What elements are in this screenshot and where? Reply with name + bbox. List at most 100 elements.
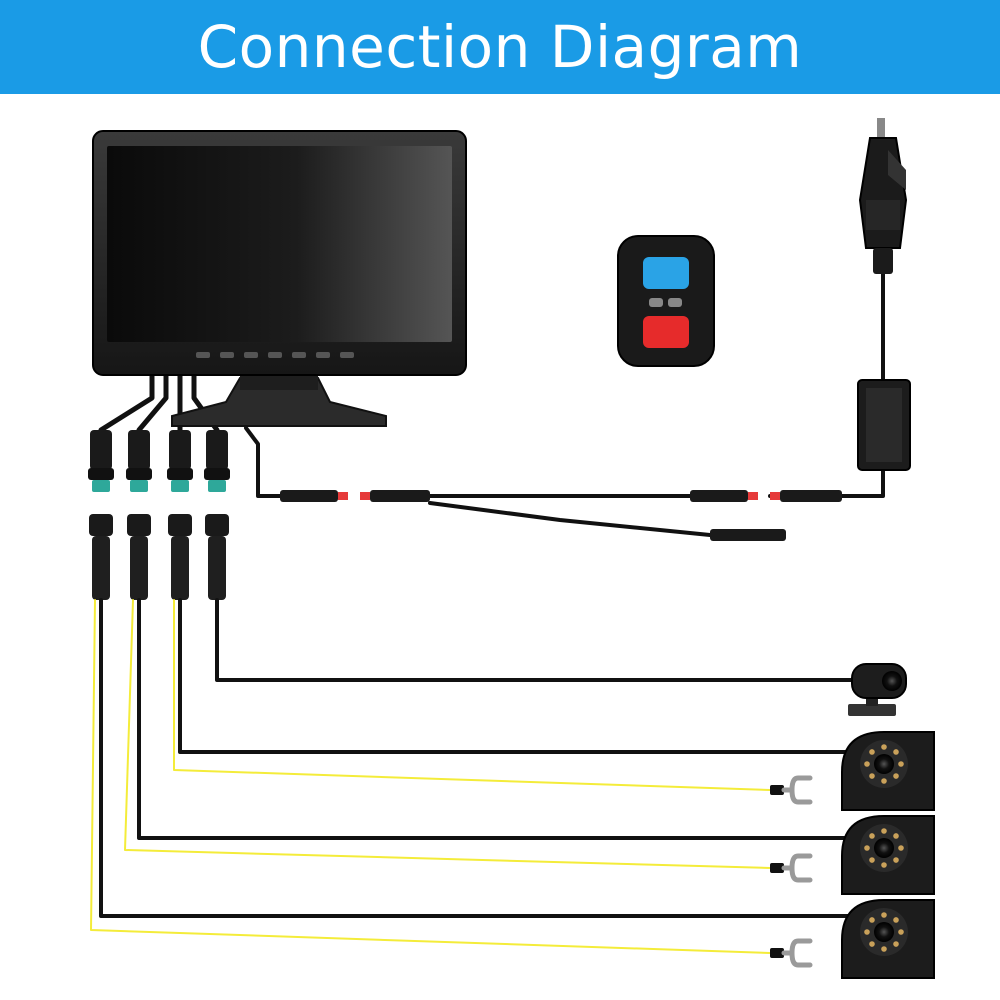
spade-terminal-1: [770, 775, 813, 805]
dome-camera-lens: [874, 838, 894, 858]
spade-terminals: [770, 775, 813, 968]
dome-camera-3: [841, 899, 935, 979]
ir-led: [893, 917, 899, 923]
ir-led: [864, 929, 870, 935]
dome-camera-1: [841, 731, 935, 811]
ir-led: [893, 941, 899, 947]
inline-connector-c: [690, 490, 748, 502]
spade-terminal-sleeve: [770, 863, 784, 873]
ir-led: [898, 845, 904, 851]
inline-connector-a: [280, 490, 338, 502]
inline-connector-d-tip: [770, 492, 780, 500]
spade-terminal-sleeve: [770, 948, 784, 958]
spade-terminal-fork: [781, 938, 813, 968]
trigger-wire-3: [90, 599, 771, 954]
aviation-connector-male-4: [205, 514, 229, 536]
ir-led: [869, 917, 875, 923]
monitor-button: [316, 352, 330, 358]
cigarette-lighter-adapter: [858, 118, 908, 274]
aviation-connector-tail-2: [130, 536, 148, 600]
ir-led: [881, 778, 887, 784]
ir-led: [869, 941, 875, 947]
ir-led: [893, 773, 899, 779]
aviation-connector-nut-1: [88, 468, 114, 480]
remote-body: [617, 235, 715, 367]
aviation-connector-tail-1: [92, 536, 110, 600]
camera-cable-1: [178, 598, 850, 754]
remote-button-mid-right: [668, 298, 682, 307]
connection-diagram: [88, 118, 935, 979]
aviation-connector-nut-4: [204, 468, 230, 480]
dome-cameras: [841, 731, 935, 979]
ir-led: [893, 833, 899, 839]
inline-connector-c-tip: [748, 492, 758, 500]
remote-button-top: [643, 257, 689, 289]
ir-led: [881, 946, 887, 952]
monitor-screen: [107, 146, 452, 342]
trigger-wire-2: [124, 599, 771, 869]
monitor-power-cable: [244, 426, 282, 498]
title-banner: Connection Diagram: [0, 0, 1000, 94]
power-split-cable: [428, 501, 712, 537]
spade-terminal-3: [770, 938, 813, 968]
mini-bullet-camera: [848, 663, 907, 716]
monitor-button: [340, 352, 354, 358]
ir-led: [869, 833, 875, 839]
aviation-connector-female-2: [128, 430, 150, 470]
dome-camera-2: [841, 815, 935, 895]
aviation-connector-seal-2: [130, 480, 148, 492]
inline-connector-d: [780, 490, 842, 502]
spade-terminal-fork: [781, 853, 813, 883]
ir-led: [869, 773, 875, 779]
spade-terminal-fork: [781, 775, 813, 805]
ir-led: [881, 744, 887, 750]
dome-camera-lens: [874, 922, 894, 942]
ir-led: [898, 929, 904, 935]
monitor-stand: [171, 377, 387, 427]
aviation-connector-male-1: [89, 514, 113, 536]
camera-cable-front: [215, 598, 854, 682]
monitor-camera-cable-1: [98, 373, 155, 433]
inline-connector-b-tip: [360, 492, 370, 500]
camera-cable-3: [99, 598, 850, 918]
aviation-connector-nut-2: [126, 468, 152, 480]
ir-led: [864, 761, 870, 767]
ir-led: [864, 845, 870, 851]
aviation-connector-nut-3: [167, 468, 193, 480]
inline-connector-a-tip: [338, 492, 348, 500]
aviation-connector-tail-4: [208, 536, 226, 600]
ir-led: [869, 857, 875, 863]
ir-led: [893, 749, 899, 755]
spade-terminal-2: [770, 853, 813, 883]
inline-connector-b: [370, 490, 430, 502]
remote-control: [617, 235, 715, 367]
aviation-connector-seal-1: [92, 480, 110, 492]
ir-led: [881, 862, 887, 868]
monitor-button: [220, 352, 234, 358]
cables: [88, 270, 885, 954]
monitor-button: [292, 352, 306, 358]
spade-terminal-sleeve: [770, 785, 784, 795]
aviation-connector-tail-3: [171, 536, 189, 600]
ir-led: [893, 857, 899, 863]
remote-button-mid-left: [649, 298, 663, 307]
monitor-camera-cable-2: [136, 373, 169, 433]
aviation-connector-female-1: [90, 430, 112, 470]
ir-led: [881, 828, 887, 834]
aviation-connector-female-4: [206, 430, 228, 470]
dome-camera-lens: [874, 754, 894, 774]
remote-button-bottom: [643, 316, 689, 348]
aviation-connector-seal-4: [208, 480, 226, 492]
ir-led: [881, 912, 887, 918]
monitor-button: [244, 352, 258, 358]
ir-led: [869, 749, 875, 755]
monitor-button: [196, 352, 210, 358]
monitor-buttons: [196, 352, 354, 358]
inline-connector-e: [710, 529, 786, 541]
monitor-button: [268, 352, 282, 358]
monitor: [92, 130, 467, 427]
ir-led: [898, 761, 904, 767]
aviation-connector-male-2: [127, 514, 151, 536]
camera-cable-2: [137, 598, 850, 840]
aviation-connector-seal-3: [171, 480, 189, 492]
